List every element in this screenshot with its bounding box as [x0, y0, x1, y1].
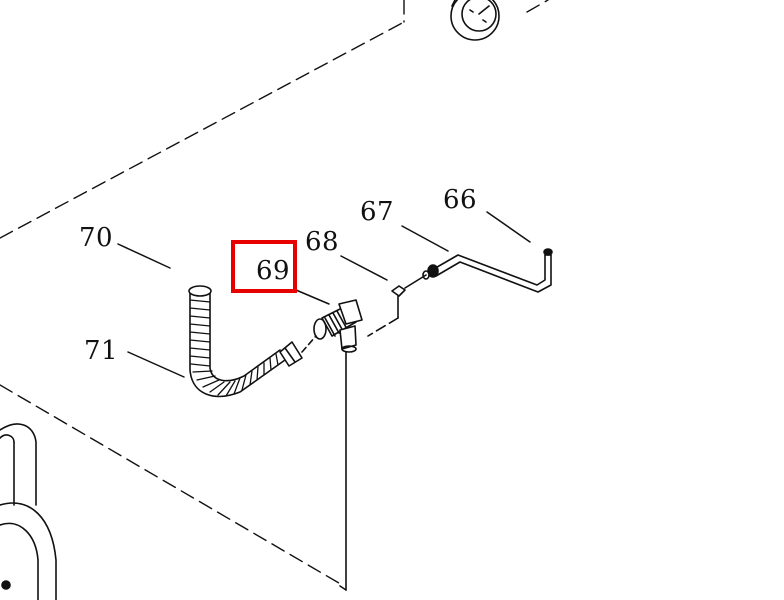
part-69-tee-fitting: [313, 299, 363, 591]
callout-68: 68: [305, 227, 340, 257]
callout-70: 70: [79, 223, 114, 253]
callout-67: 67: [360, 197, 395, 227]
assembly-outline: [0, 0, 549, 587]
leader-67: [401, 225, 449, 252]
leader-66: [486, 211, 531, 243]
highlight-box-69: [231, 240, 297, 293]
callout-69: 69: [256, 256, 291, 286]
leader-70: [117, 243, 171, 269]
pressure-gauge: [450, 0, 500, 41]
leader-68: [340, 255, 388, 281]
part-66-bent-tube: [431, 248, 553, 293]
part-71-flexible-hose: [188, 285, 317, 398]
leader-71: [127, 351, 185, 378]
air-tank: [0, 423, 57, 600]
part-68-fitting: [367, 274, 427, 337]
leader-lines: [117, 211, 531, 378]
leader-69: [295, 289, 330, 305]
part-67-nut: [422, 264, 439, 280]
callout-71: 71: [84, 336, 119, 366]
callout-66: 66: [443, 185, 478, 215]
